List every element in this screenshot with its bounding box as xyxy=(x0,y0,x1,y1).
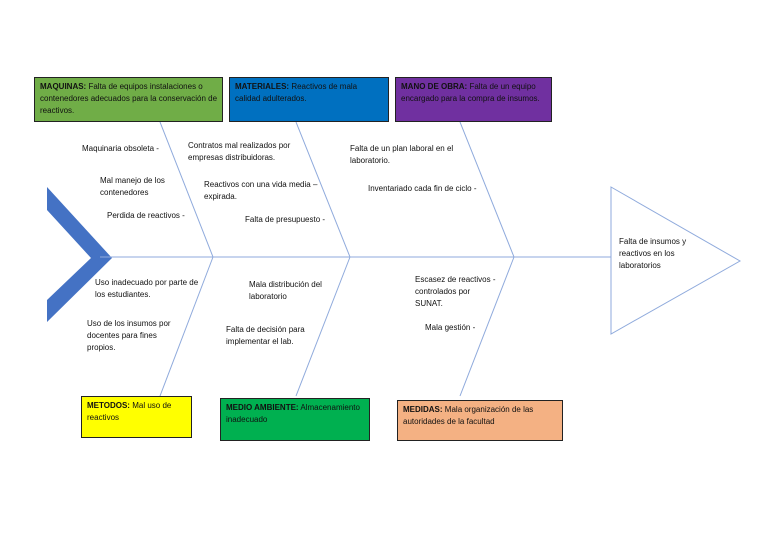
category-mano-de-obra: MANO DE OBRA: Falta de un equipo encarga… xyxy=(395,77,552,122)
category-medidas-head: MEDIDAS: xyxy=(403,405,443,414)
bone-mano-obra xyxy=(459,121,515,258)
category-materiales-text: Reactivos de mala calidad adulterados. xyxy=(235,82,358,103)
cause-contratos: Contratos mal realizados por empresas di… xyxy=(188,141,291,162)
cause-vida-media: Reactivos con una vida media – expirada. xyxy=(204,180,318,201)
cause-mala-gestion: Mala gestión - xyxy=(425,323,476,332)
cause-presupuesto: Falta de presupuesto - xyxy=(245,215,326,224)
category-maquinas-text: Falta de equipos instalaciones o contene… xyxy=(40,82,218,115)
tail-chevron xyxy=(47,187,112,322)
cause-distribucion-lab: Mala distribución del laboratorio xyxy=(249,280,322,301)
bone-medio-ambiente xyxy=(295,256,351,397)
cause-perdida-reactivos: Perdida de reactivos - xyxy=(107,211,185,220)
category-mano-obra-text: Falta de un equipo encargado para la com… xyxy=(401,82,540,103)
cause-manejo-contenedores: Mal manejo de los contenedores xyxy=(100,176,165,197)
category-materiales: MATERIALES: Reactivos de mala calidad ad… xyxy=(229,77,389,122)
category-maquinas-head: MAQUINAS: xyxy=(40,82,87,91)
bone-medidas xyxy=(459,256,515,397)
category-medio-ambiente: MEDIO AMBIENTE: Almacenamiento inadecuad… xyxy=(220,398,370,441)
cause-inventariado: Inventariado cada fin de ciclo - xyxy=(368,184,477,193)
category-medidas: MEDIDAS: Mala organización de las autori… xyxy=(397,400,563,441)
category-medio-head: MEDIO AMBIENTE: xyxy=(226,403,299,412)
bone-metodos xyxy=(159,256,214,397)
cause-uso-docentes: Uso de los insumos por docentes para fin… xyxy=(87,319,171,352)
cause-uso-estudiantes: Uso inadecuado por parte de los estudian… xyxy=(95,278,199,299)
category-materiales-head: MATERIALES: xyxy=(235,82,290,91)
bone-materiales xyxy=(295,121,351,258)
category-medidas-text: Mala organización de las autoridades de … xyxy=(403,405,534,426)
category-mano-obra-head: MANO DE OBRA: xyxy=(401,82,468,91)
category-maquinas: MAQUINAS: Falta de equipos instalaciones… xyxy=(34,77,223,122)
effect-label: Falta de insumos y reactivos en los labo… xyxy=(619,237,687,270)
category-medio-text: Almacenamiento inadecuado xyxy=(226,403,360,424)
bone-maquinas xyxy=(159,121,214,258)
category-metodos: METODOS: Mal uso de reactivos xyxy=(81,396,192,438)
category-metodos-text: Mal uso de reactivos xyxy=(87,401,172,422)
cause-falta-decision: Falta de decisión para implementar el la… xyxy=(226,325,305,346)
head-triangle xyxy=(610,186,742,335)
cause-plan-laboral: Falta de un plan laboral en el laborator… xyxy=(350,144,454,165)
category-metodos-head: METODOS: xyxy=(87,401,130,410)
cause-maquinaria-obsoleta: Maquinaria obsoleta - xyxy=(82,144,159,153)
cause-escasez-reactivos: Escasez de reactivos - controlados por S… xyxy=(415,275,496,308)
